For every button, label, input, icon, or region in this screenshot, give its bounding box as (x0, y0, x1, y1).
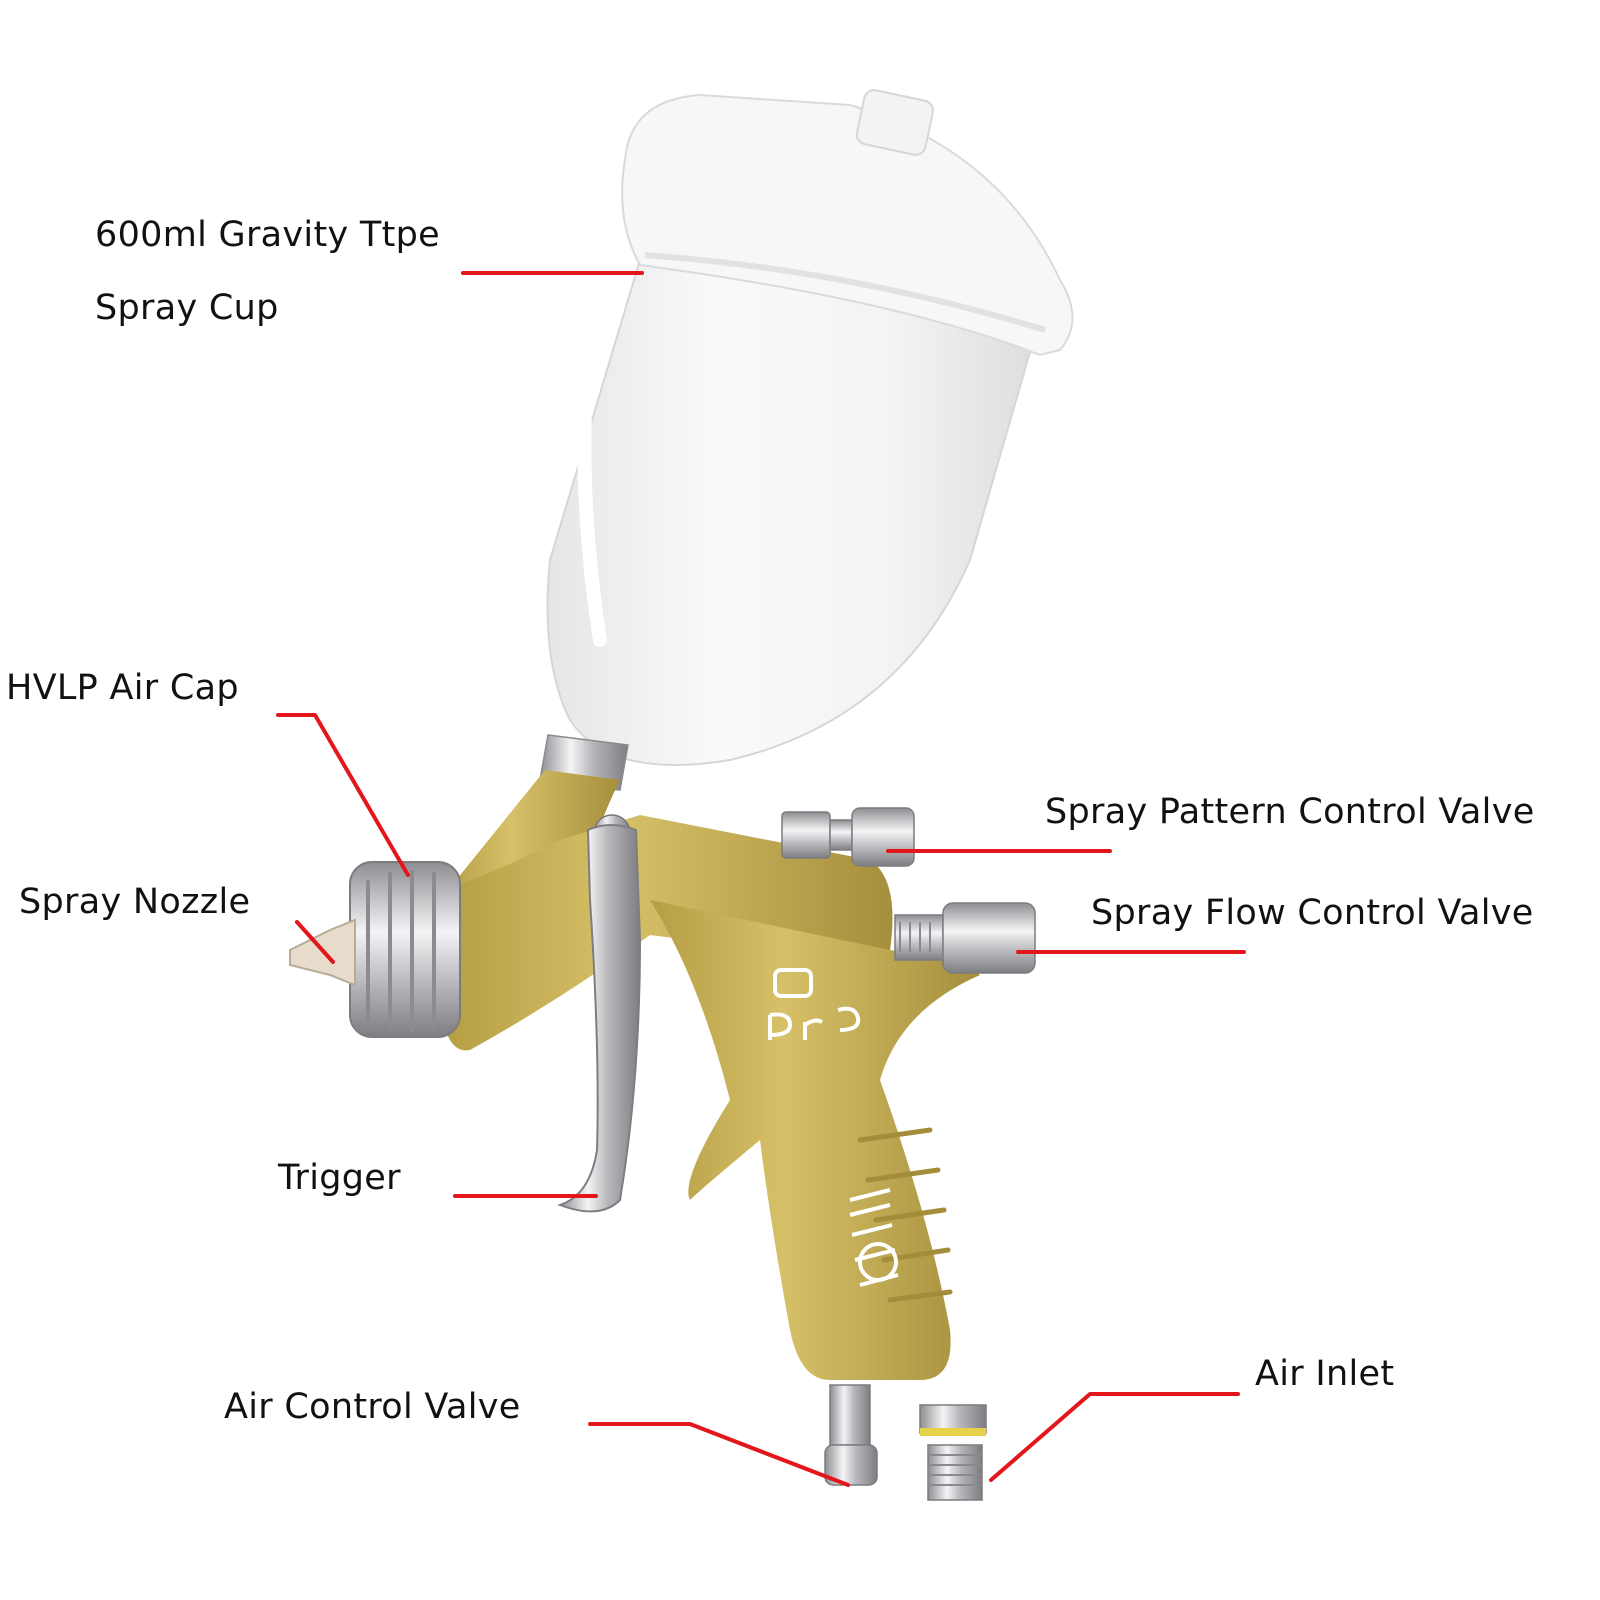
label-air-cap: HVLP Air Cap (6, 668, 239, 708)
cup-lid-rim (644, 252, 1046, 333)
flow-valve (894, 902, 1036, 974)
label-pattern-valve: Spray Pattern Control Valve (1045, 792, 1535, 832)
leader-line-air-cap (276, 713, 410, 877)
cup-body (546, 258, 1047, 766)
leader-lines (276, 271, 1246, 1487)
label-cup-line1: 600ml Gravity Ttpe (95, 215, 440, 255)
label-air-control: Air Control Valve (224, 1387, 521, 1427)
gun-barrel (440, 815, 893, 1051)
brand-mark (768, 968, 861, 1040)
leader-line-air-control (588, 1422, 850, 1487)
cup-vent-plug (855, 89, 934, 156)
air-cap (349, 861, 461, 1038)
spray-cup (546, 89, 1074, 766)
air-inlet-part (919, 1404, 987, 1501)
label-nozzle: Spray Nozzle (19, 882, 251, 922)
label-cup-line2: Spray Cup (95, 288, 279, 328)
cup-highlight (577, 323, 607, 647)
trigger (557, 814, 642, 1213)
gun-handle (650, 900, 980, 1380)
air-control-valve-part (824, 1384, 878, 1486)
leader-line-nozzle (295, 920, 335, 964)
leader-line-air-inlet (989, 1392, 1240, 1482)
label-flow-valve: Spray Flow Control Valve (1091, 893, 1534, 933)
label-trigger: Trigger (278, 1158, 401, 1198)
logo-vertical (849, 1188, 899, 1287)
grip-ridges (857, 1127, 953, 1303)
label-air-inlet: Air Inlet (1255, 1354, 1395, 1394)
cup-lid (621, 93, 1074, 357)
